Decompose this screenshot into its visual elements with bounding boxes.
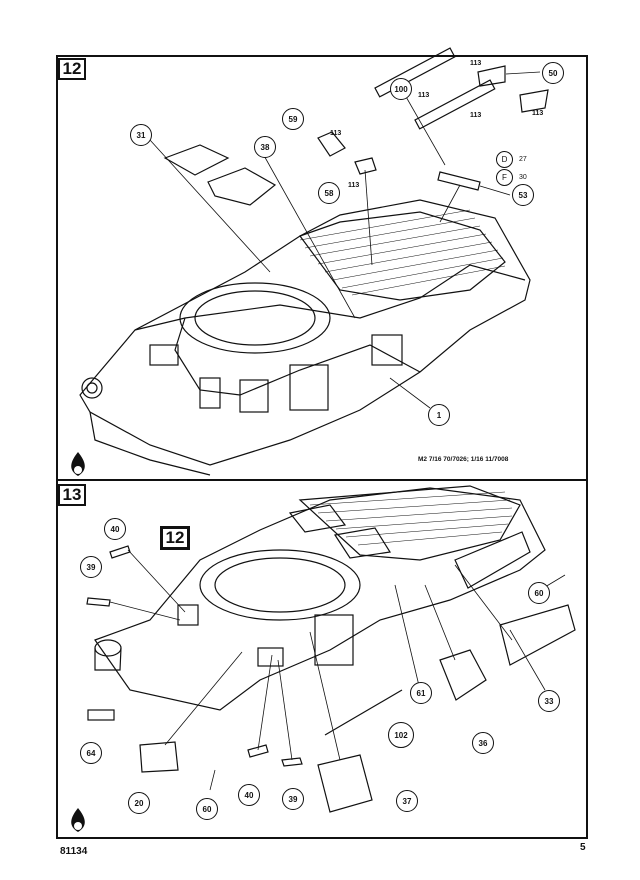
part-31-hatch [163, 144, 230, 176]
paint-code: 27 [519, 156, 527, 163]
part-53-rail [437, 171, 481, 191]
callout-part-58: 58 [318, 182, 340, 204]
callout-part-53: 53 [512, 184, 534, 206]
part-40b-plate [247, 744, 269, 758]
part-58-clip [354, 157, 377, 175]
part-38-hatch [207, 167, 277, 206]
part-37-door [317, 754, 373, 813]
instruction-frame [56, 55, 588, 839]
callout-part-38: 38 [254, 136, 276, 158]
part-code-label: 113 [470, 60, 482, 67]
callout-part-31: 31 [130, 124, 152, 146]
paint-code: 30 [519, 174, 527, 181]
part-50-bracket-b [519, 89, 549, 113]
glue-drop-icon [71, 452, 85, 476]
callout-part-39: 39 [80, 556, 102, 578]
part-39b-bar [281, 757, 303, 767]
part-36-panel [439, 649, 487, 701]
part-100-tube-a [374, 47, 456, 98]
callout-part-39b: 39 [282, 788, 304, 810]
part-20-box [139, 741, 179, 773]
measurement-reference: M2 7/16 70/7026; 1/16 11/7008 [418, 456, 509, 463]
callout-part-61: 61 [410, 682, 432, 704]
step-number-13: 13 [58, 484, 86, 506]
step-divider [56, 479, 588, 481]
glue-drop-icon [71, 808, 85, 832]
callout-part-60: 60 [196, 798, 218, 820]
hull-upper-step12 [79, 199, 531, 476]
callout-part-33: 33 [538, 690, 560, 712]
part-39-bar [86, 597, 111, 607]
part-102-rod [324, 689, 403, 736]
callout-part-40b: 40 [238, 784, 260, 806]
part-64-grille [87, 709, 115, 721]
part-100-tube-b [414, 79, 496, 130]
callout-part-59: 59 [282, 108, 304, 130]
callout-part-50: 50 [542, 62, 564, 84]
callout-part-100: 100 [390, 78, 412, 100]
page-number: 5 [580, 842, 586, 853]
part-code-label: 113 [418, 92, 430, 99]
paint-letter: F [496, 169, 513, 186]
part-code-label: 113 [470, 112, 482, 119]
kit-number: 81134 [60, 846, 88, 857]
paint-reference-d: D 27 [496, 151, 527, 168]
callout-part-102: 102 [388, 722, 414, 748]
callout-part-64: 64 [80, 742, 102, 764]
part-33-panel [499, 604, 576, 666]
step-number-12: 12 [58, 58, 86, 80]
inset-step-reference: 12 [160, 526, 190, 550]
callout-part-37: 37 [396, 790, 418, 812]
part-right-panel [454, 531, 531, 589]
callout-part-20: 20 [128, 792, 150, 814]
callout-part-1: 1 [428, 404, 450, 426]
hull-upper-step13 [94, 485, 546, 711]
callout-part-36: 36 [472, 732, 494, 754]
part-code-label: 113 [532, 110, 544, 117]
part-59-mount [317, 131, 346, 157]
part-40-plate [109, 545, 131, 559]
part-50-bracket [477, 65, 506, 87]
part-code-label: 113 [330, 130, 342, 137]
callout-part-40: 40 [104, 518, 126, 540]
paint-reference-f: F 30 [496, 169, 527, 186]
callout-part-60b: 60 [528, 582, 550, 604]
paint-letter: D [496, 151, 513, 168]
part-code-label: 113 [348, 182, 360, 189]
